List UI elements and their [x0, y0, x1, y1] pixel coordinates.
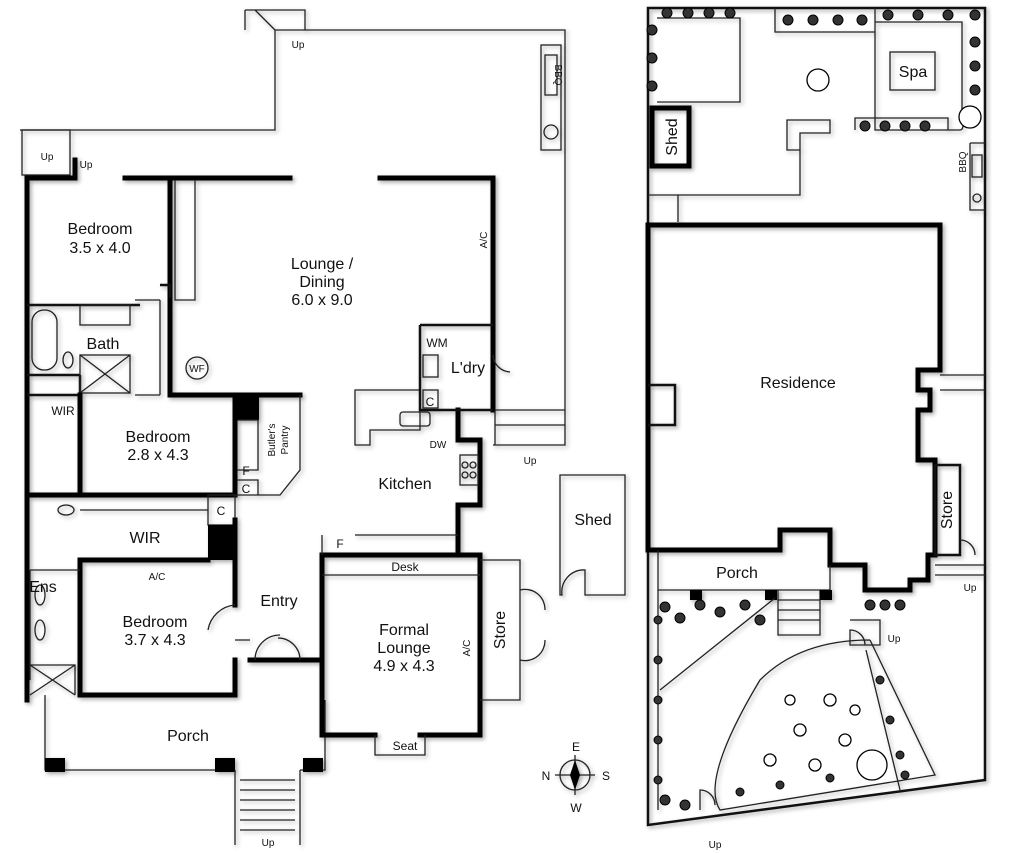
fixture-f: F	[336, 537, 343, 551]
shower	[79, 354, 131, 394]
up-label: Up	[41, 152, 54, 163]
site-plan	[645, 6, 987, 827]
room-label-seat: Seat	[393, 739, 418, 753]
compass	[555, 755, 595, 795]
fixture-wm: WM	[426, 336, 447, 350]
compass-s: S	[602, 769, 610, 783]
room-size-lounge: 6.0 x 9.0	[291, 292, 352, 309]
deck-step	[244, 9, 306, 31]
toilet	[62, 351, 74, 369]
floor-plan-labels: Bedroom 3.5 x 4.0 Lounge / Dining 6.0 x …	[29, 40, 611, 849]
site-label-shed: Shed	[664, 118, 681, 155]
room-label-laundry: L'dry	[451, 360, 485, 377]
fixture-wf: WF	[189, 364, 205, 375]
room-label-ensuite: Ens	[29, 579, 57, 596]
room-label-wir1: WIR	[51, 404, 75, 418]
site-label-porch: Porch	[716, 565, 758, 582]
room-label-desk: Desk	[391, 560, 419, 574]
room-label-formal-lounge: Lounge	[377, 640, 430, 657]
fixture-c: C	[426, 395, 435, 409]
site-up-label: Up	[964, 583, 977, 594]
wall-column	[235, 395, 259, 420]
wood-fire	[185, 356, 209, 380]
room-label-bedroom1: Bedroom	[68, 221, 133, 238]
up-label: Up	[292, 40, 305, 51]
room-size-bedroom2: 2.8 x 4.3	[127, 447, 188, 464]
room-label-formal: Formal	[379, 622, 429, 639]
room-label-butlers: Butler's	[267, 423, 278, 456]
fixture-f: F	[242, 464, 249, 478]
room-label-entry: Entry	[260, 593, 297, 610]
fixture-c: C	[217, 504, 226, 518]
fixture-ac: A/C	[149, 572, 166, 583]
site-label-bbq: BBQ	[958, 151, 969, 172]
room-label-wir2: WIR	[129, 530, 160, 547]
fixture-dw: DW	[430, 440, 447, 451]
side-step	[21, 129, 71, 176]
residence-outline	[645, 222, 943, 593]
fixture-bbq: BBQ	[552, 64, 563, 85]
floor-plan	[20, 9, 626, 845]
up-label: Up	[262, 838, 275, 849]
bathtub	[31, 309, 58, 371]
room-label-kitchen: Kitchen	[378, 476, 431, 493]
compass-e: E	[572, 740, 580, 754]
fixture-c: C	[242, 482, 251, 496]
room-label-pantry: Pantry	[280, 426, 291, 455]
room-label-porch: Porch	[167, 728, 209, 745]
room-label-lounge: Lounge /	[291, 256, 354, 273]
room-label-shed: Shed	[574, 512, 611, 529]
room-size-bedroom3: 3.7 x 4.3	[124, 632, 185, 649]
up-label: Up	[524, 456, 537, 467]
room-label-bedroom2: Bedroom	[126, 429, 191, 446]
site-label-store: Store	[939, 491, 956, 529]
compass-w: W	[570, 801, 582, 815]
room-label-bedroom3: Bedroom	[123, 614, 188, 631]
wall-column	[208, 525, 235, 560]
room-size-bedroom1: 3.5 x 4.0	[69, 240, 130, 257]
compass-n: N	[542, 769, 551, 783]
up-label: Up	[80, 160, 93, 171]
porch-steps	[234, 770, 301, 845]
room-label-store: Store	[492, 611, 509, 649]
wall-north	[24, 175, 496, 413]
room-size-formal: 4.9 x 4.3	[373, 658, 434, 675]
site-shed	[649, 105, 692, 169]
deck-outline	[20, 29, 566, 446]
bbq-unit	[540, 44, 562, 151]
fixture-ac: A/C	[479, 232, 490, 249]
site-up-label: Up	[888, 634, 901, 645]
trees	[646, 7, 982, 811]
site-plan-labels: Spa Shed BBQ Residence Store Porch Up Up…	[664, 64, 977, 851]
room-label-dining: Dining	[299, 274, 344, 291]
spa	[889, 51, 936, 91]
site-label-residence: Residence	[760, 375, 836, 392]
site-boundary	[646, 6, 987, 827]
site-up-label: Up	[709, 840, 722, 851]
fixture-ac: A/C	[462, 640, 473, 657]
site-label-spa: Spa	[899, 64, 928, 81]
room-label-bath: Bath	[87, 336, 120, 353]
shed-outline	[559, 474, 626, 596]
